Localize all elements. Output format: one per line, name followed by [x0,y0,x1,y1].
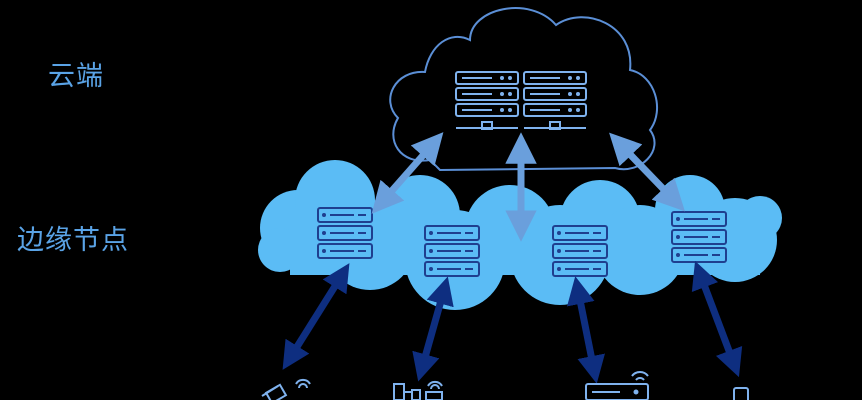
arrow-edge-device-2 [412,276,454,382]
wifi-router-icon [585,371,649,400]
arrow-cloud-edge-1 [371,132,444,214]
phone-icon [733,387,749,400]
edge-tier-label: 边缘节点 [17,225,129,256]
arrow-edge-device-1 [282,263,350,370]
cloud-tier-label: 云端 [48,61,104,92]
arrow-edge-device-3 [567,276,605,384]
wifi-device-icon [261,378,311,400]
arrow-edge-device-4 [691,260,743,378]
wifi-robot-icon [393,380,443,400]
arrow-cloud-edge-3 [609,132,685,212]
